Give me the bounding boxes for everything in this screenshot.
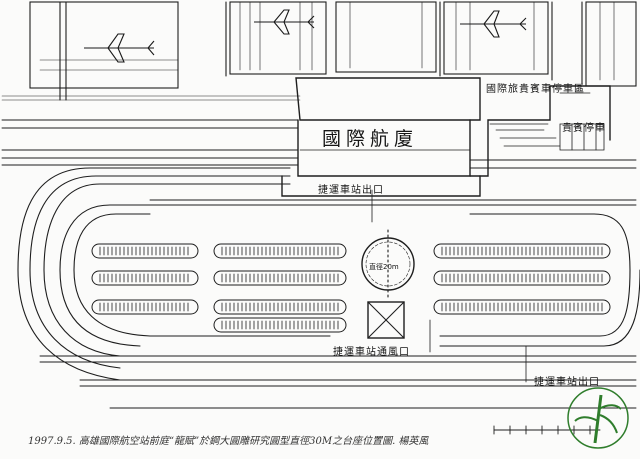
hotel-area-label: 國際旅貴賓車停車區 — [486, 84, 585, 95]
bamboo-logo-icon — [567, 387, 629, 449]
metro-exit-north-label: 捷運車站出口 — [318, 185, 384, 196]
vip-area-label: 貴賓停車 — [562, 123, 606, 134]
airplane-icon — [84, 9, 527, 63]
metro-exit-east-label: 捷運車站出口 — [534, 377, 600, 388]
vip-parking-detail — [489, 123, 605, 151]
parking-rows — [91, 243, 611, 333]
apron-gates — [29, 1, 637, 101]
roads — [1, 119, 637, 409]
gate-hatching — [1, 1, 615, 101]
scale-bar — [493, 425, 601, 435]
drawing-caption: 1997.9.5. 高雄國際航空站前庭“龍賦”於鋼大圓雕研究圓型直徑30M之台座… — [28, 436, 429, 447]
sculpture-site — [361, 229, 415, 339]
parking-stall-ticks — [99, 246, 603, 330]
leader-lines — [371, 92, 591, 383]
terminal-label: 國際航廈 — [322, 128, 419, 150]
circle-diameter-note: 直徑20m — [369, 263, 399, 271]
metro-exit-south-label: 捷運車站通風口 — [333, 347, 410, 358]
terminal-building — [281, 77, 611, 197]
